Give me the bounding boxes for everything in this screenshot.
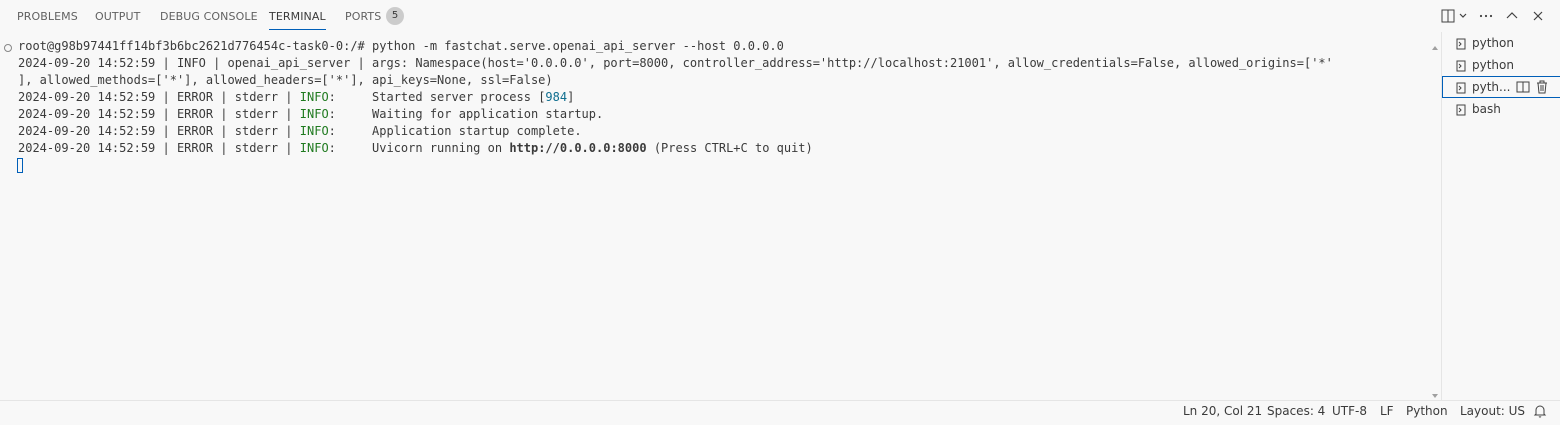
maximize-panel-icon[interactable] bbox=[1505, 8, 1519, 24]
log-line: 2024-09-20 14:52:59 | ERROR | stderr | I… bbox=[18, 106, 603, 123]
log-separator: : bbox=[328, 90, 373, 104]
terminal-tab-python-1[interactable]: python bbox=[1442, 32, 1560, 54]
args-line-2: ], allowed_methods=['*'], allowed_header… bbox=[18, 73, 553, 87]
terminal-tab-python-2[interactable]: python bbox=[1442, 54, 1560, 76]
log-message: Application startup complete. bbox=[372, 124, 582, 138]
log-separator: : bbox=[328, 141, 373, 155]
chevron-down-icon[interactable] bbox=[1458, 8, 1468, 24]
language-mode[interactable]: Python bbox=[1406, 404, 1448, 418]
terminal-cursor bbox=[17, 158, 23, 173]
cursor-position[interactable]: Ln 20, Col 21 bbox=[1183, 404, 1263, 418]
scroll-up-arrow-icon[interactable] bbox=[1430, 38, 1440, 50]
status-bar: Ln 20, Col 21 Spaces: 4 UTF-8 LF Python … bbox=[0, 400, 1560, 420]
split-terminal-icon[interactable] bbox=[1515, 79, 1531, 95]
terminal-icon bbox=[1454, 36, 1468, 50]
tab-terminal[interactable]: TERMINAL bbox=[269, 0, 326, 32]
close-panel-icon[interactable] bbox=[1531, 8, 1545, 24]
log-separator: : bbox=[328, 124, 373, 138]
log-level: INFO bbox=[299, 107, 329, 121]
log-prefix: 2024-09-20 14:52:59 | ERROR | stderr | bbox=[18, 124, 300, 138]
tab-output[interactable]: OUTPUT bbox=[95, 10, 141, 23]
terminal-tab-label: pyth... bbox=[1472, 80, 1511, 94]
scroll-down-arrow-icon[interactable] bbox=[1430, 386, 1440, 398]
log-message: Waiting for application startup. bbox=[372, 107, 604, 121]
shell-prompt: root@g98b97441ff14bf3b6bc2621d776454c-ta… bbox=[18, 39, 373, 53]
terminal-tab-bash[interactable]: bash bbox=[1442, 98, 1560, 120]
server-url-link[interactable]: http://0.0.0.0:8000 bbox=[509, 141, 647, 155]
terminal-tab-python-3[interactable]: pyth... bbox=[1442, 76, 1560, 98]
file-encoding[interactable]: UTF-8 bbox=[1332, 404, 1367, 418]
process-id: 984 bbox=[545, 90, 568, 104]
split-layout-icon[interactable] bbox=[1441, 8, 1455, 24]
log-prefix: 2024-09-20 14:52:59 | ERROR | stderr | bbox=[18, 141, 300, 155]
command-decoration-icon[interactable] bbox=[4, 44, 12, 52]
keyboard-layout[interactable]: Layout: US bbox=[1460, 404, 1526, 418]
log-prefix: 2024-09-20 14:52:59 | ERROR | stderr | bbox=[18, 107, 300, 121]
command-line: root@g98b97441ff14bf3b6bc2621d776454c-ta… bbox=[18, 38, 784, 55]
terminal-tabs-list: python python pyth... bash bbox=[1441, 32, 1560, 400]
panel-tab-bar: PROBLEMS OUTPUT DEBUG CONSOLE TERMINAL P… bbox=[0, 0, 1560, 32]
args-line-1: 2024-09-20 14:52:59 | INFO | openai_api_… bbox=[18, 56, 1333, 70]
log-prefix: 2024-09-20 14:52:59 | ERROR | stderr | bbox=[18, 90, 300, 104]
log-line: 2024-09-20 14:52:59 | ERROR | stderr | I… bbox=[18, 140, 813, 157]
terminal-tab-label: python bbox=[1472, 58, 1514, 72]
bell-icon[interactable] bbox=[1533, 403, 1547, 423]
terminal-tab-label: python bbox=[1472, 36, 1514, 50]
terminal-tab-label: bash bbox=[1472, 102, 1501, 116]
log-line: 2024-09-20 14:52:59 | ERROR | stderr | I… bbox=[18, 123, 582, 140]
log-message-end: (Press CTRL+C to quit) bbox=[646, 141, 813, 155]
tab-ports[interactable]: PORTS bbox=[345, 10, 382, 23]
terminal-icon bbox=[1454, 102, 1468, 116]
terminal-icon bbox=[1454, 58, 1468, 72]
indentation-setting[interactable]: Spaces: 4 bbox=[1267, 404, 1326, 418]
log-level: INFO bbox=[299, 90, 329, 104]
log-message-end: ] bbox=[567, 90, 575, 104]
log-separator: : bbox=[328, 107, 373, 121]
more-actions-icon[interactable] bbox=[1478, 8, 1494, 24]
tab-problems[interactable]: PROBLEMS bbox=[17, 10, 78, 23]
log-level: INFO bbox=[299, 141, 329, 155]
ports-count-badge: 5 bbox=[386, 7, 404, 25]
end-of-line[interactable]: LF bbox=[1380, 404, 1394, 418]
trash-icon[interactable] bbox=[1534, 79, 1550, 95]
log-message: Started server process [ bbox=[372, 90, 546, 104]
tab-debug-console[interactable]: DEBUG CONSOLE bbox=[160, 10, 258, 23]
log-line: 2024-09-20 14:52:59 | ERROR | stderr | I… bbox=[18, 89, 574, 106]
command-text: python -m fastchat.serve.openai_api_serv… bbox=[372, 39, 784, 53]
log-level: INFO bbox=[299, 124, 329, 138]
log-message: Uvicorn running on bbox=[372, 141, 510, 155]
terminal-icon bbox=[1454, 80, 1468, 94]
